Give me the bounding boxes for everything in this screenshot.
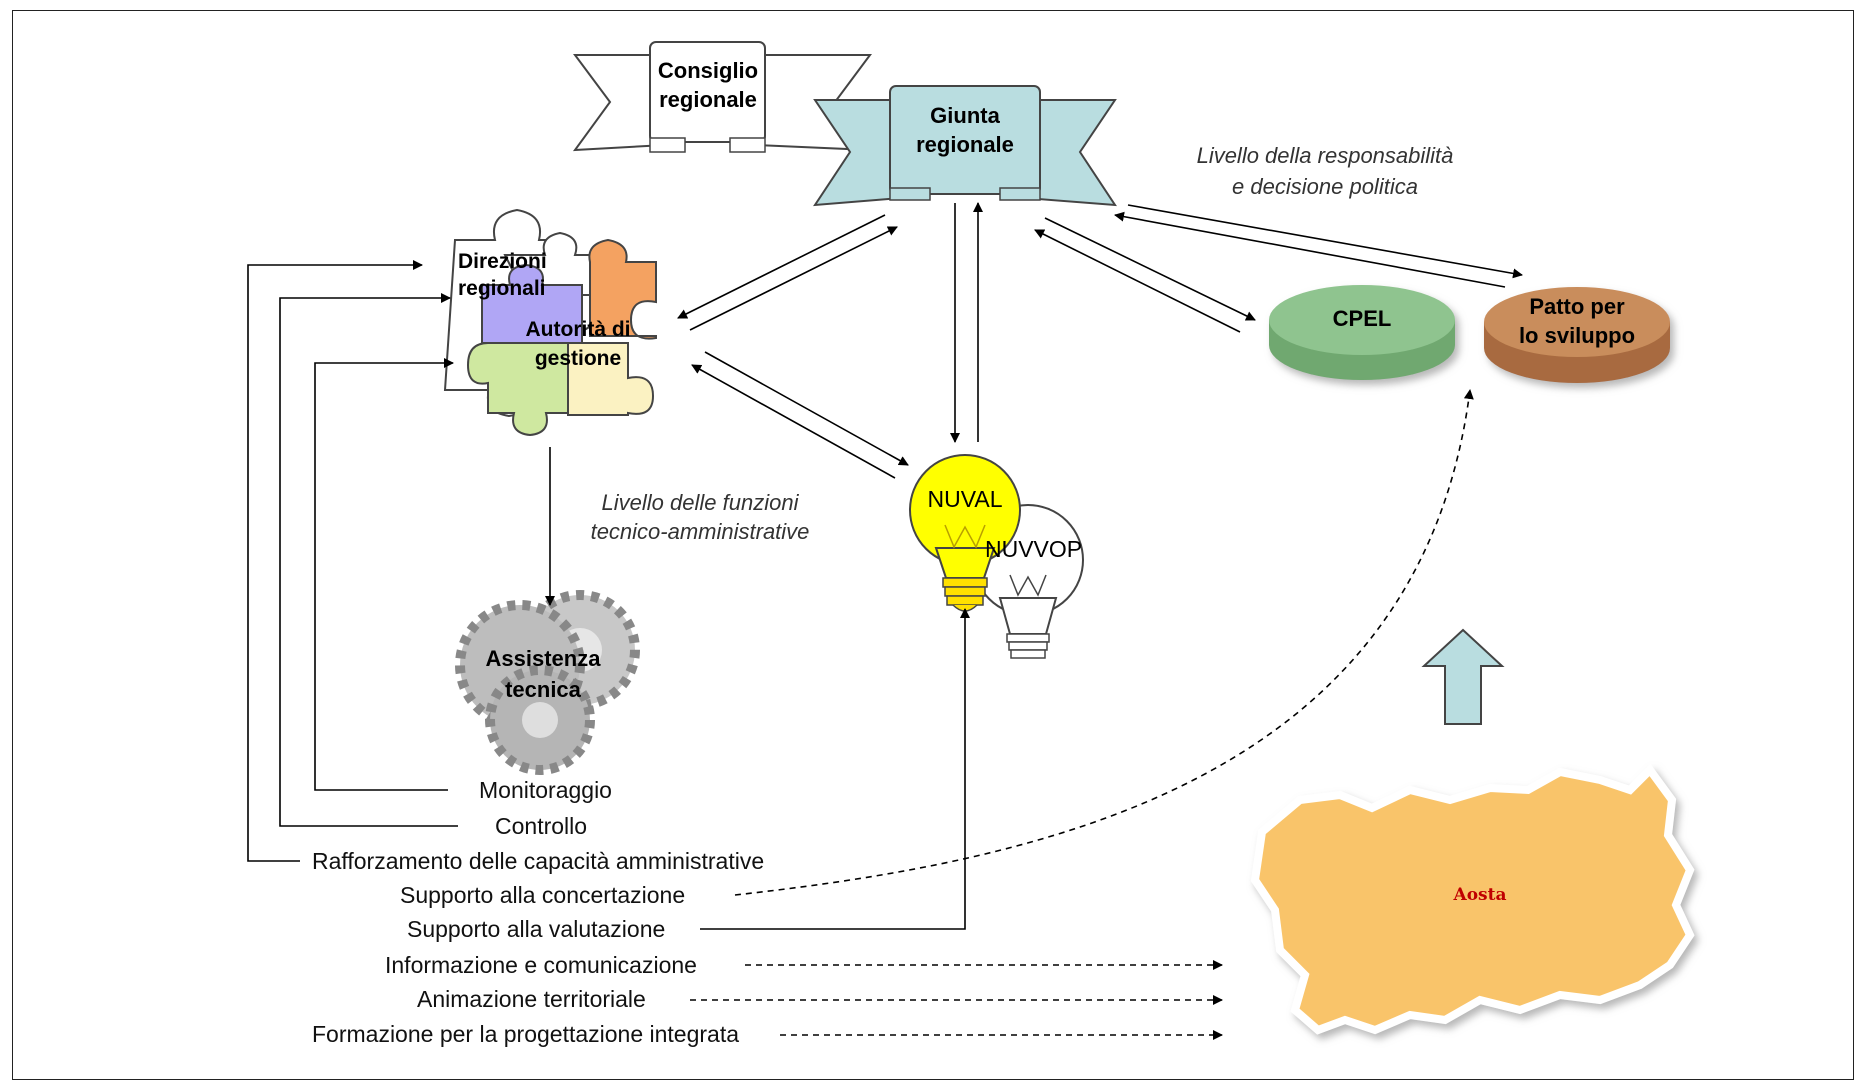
dashed-connectors	[690, 389, 1474, 1040]
gears-icon	[455, 590, 640, 775]
nuval-bulb-icon	[909, 454, 1021, 612]
political-level-label: Livello della responsabilità e decisione…	[1196, 143, 1454, 199]
direzioni-label: Direzioni regionali	[458, 250, 547, 300]
nuval-label: NUVAL	[927, 486, 1003, 512]
function-formazione: Formazione per la progettazione integrat…	[312, 1021, 740, 1047]
patto-label: Patto per lo sviluppo	[1518, 294, 1636, 348]
autorita-label: Autorità di gestione	[525, 318, 631, 370]
diagram-frame	[12, 10, 1854, 1080]
patto-disk	[1484, 287, 1670, 383]
function-valutazione: Supporto alla valutazione	[407, 916, 666, 942]
connectors	[247, 202, 1523, 930]
function-controllo: Controllo	[495, 813, 588, 839]
function-concertazione: Supporto alla concertazione	[400, 882, 686, 908]
puzzle-icon	[443, 208, 657, 437]
aosta-label: Aosta	[1453, 885, 1507, 905]
assistenza-label: Assistenza tecnica	[485, 646, 601, 702]
cpel-disk	[1269, 285, 1455, 380]
up-arrow-shape	[1421, 628, 1505, 725]
consiglio-label: Consiglio regionale	[657, 58, 759, 112]
giunta-label: Giunta regionale	[916, 103, 1014, 157]
nuvvop-label: NUVVOP	[985, 536, 1083, 562]
function-animazione: Animazione territoriale	[417, 986, 646, 1012]
technical-level-label: Livello delle funzioni tecnico-amministr…	[590, 490, 810, 544]
function-monitoraggio: Monitoraggio	[479, 777, 612, 803]
function-rafforzamento: Rafforzamento delle capacità amministrat…	[312, 848, 765, 874]
giunta-banner	[813, 85, 1117, 207]
function-informazione: Informazione e comunicazione	[385, 952, 697, 978]
cpel-label: CPEL	[1332, 306, 1392, 331]
aosta-region-map	[1250, 763, 1695, 1035]
